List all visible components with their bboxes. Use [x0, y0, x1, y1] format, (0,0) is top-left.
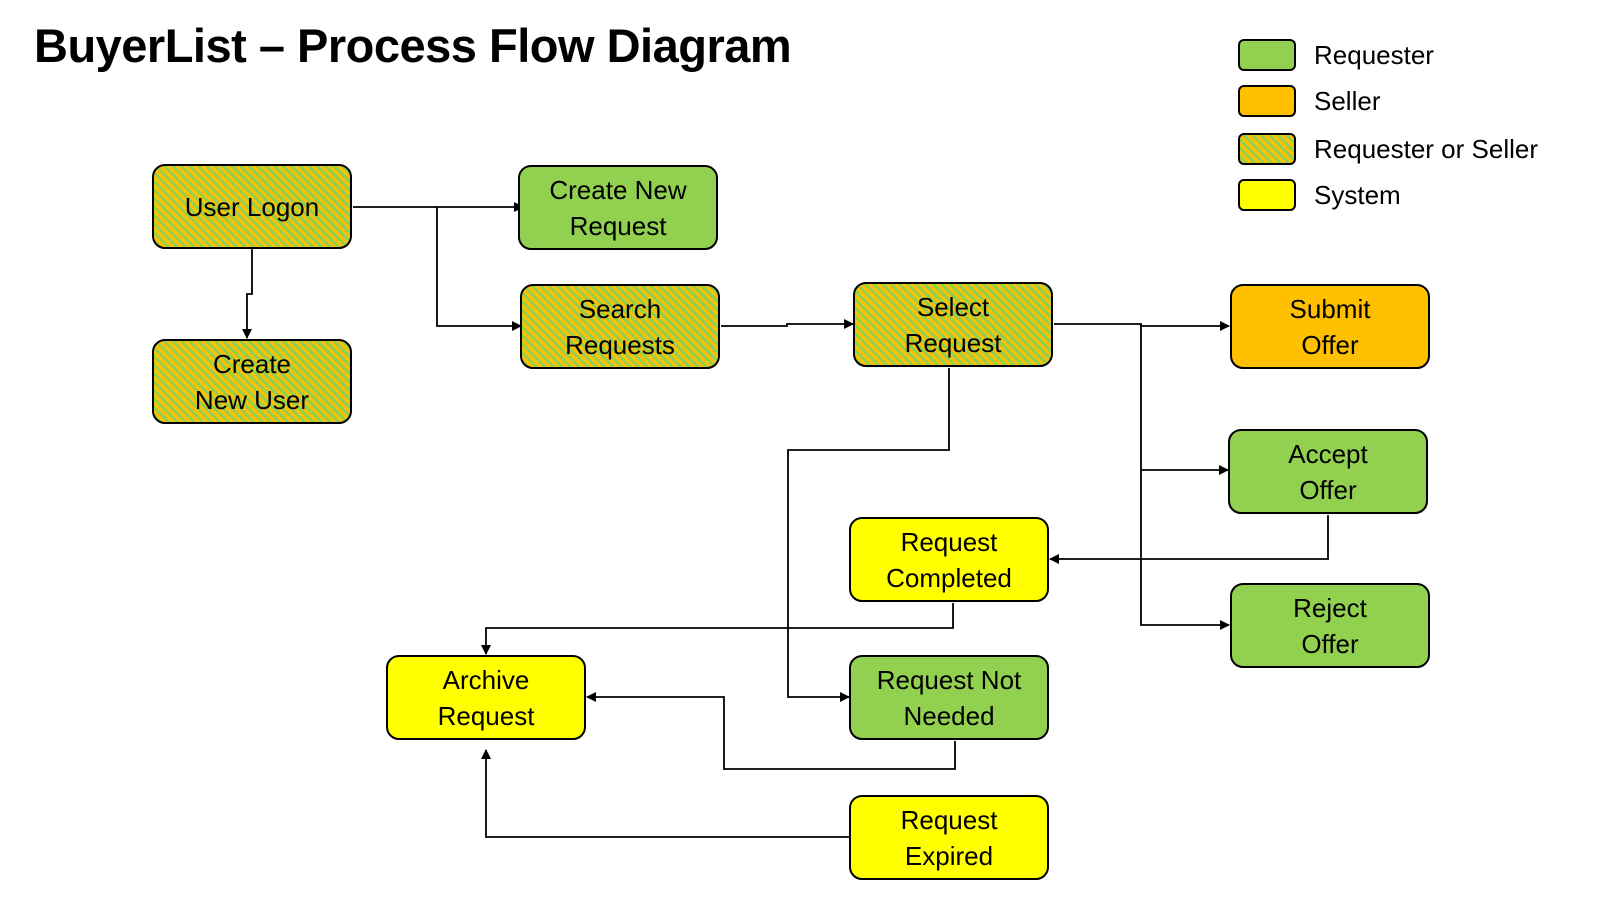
legend-label-requester-or-seller: Requester or Seller [1314, 133, 1538, 164]
edge-logon-to-new-user [242, 241, 257, 339]
edge-completed-to-archive [481, 603, 954, 655]
edge-search-to-select [721, 319, 854, 329]
select-request-node[interactable]: Select Request [853, 282, 1053, 367]
create-new-user-node[interactable]: Create New User [152, 339, 352, 424]
request-expired-node[interactable]: Request Expired [849, 795, 1049, 880]
edge-select-to-reject [1140, 470, 1230, 630]
legend-item-requester-or-seller: Requester or Seller [1238, 132, 1538, 166]
legend-swatch-requester [1238, 39, 1296, 71]
submit-offer-node[interactable]: Submit Offer [1230, 284, 1430, 369]
archive-request-node[interactable]: Archive Request [386, 655, 586, 740]
edge-accept-to-completed [1049, 515, 1329, 564]
legend-label-requester: Requester [1314, 39, 1434, 70]
create-new-request-node[interactable]: Create New Request [518, 165, 718, 250]
legend-label-system: System [1314, 179, 1401, 210]
edge-logon-to-search [436, 207, 522, 331]
legend-item-seller: Seller [1238, 84, 1380, 118]
search-requests-node[interactable]: Search Requests [520, 284, 720, 369]
legend-swatch-system [1238, 179, 1296, 211]
legend-item-requester: Requester [1238, 38, 1434, 72]
edge-select-to-not-needed [787, 368, 950, 702]
accept-offer-node[interactable]: Accept Offer [1228, 429, 1428, 514]
reject-offer-node[interactable]: Reject Offer [1230, 583, 1430, 668]
legend-item-system: System [1238, 178, 1401, 212]
legend-swatch-requester-or-seller [1238, 133, 1296, 165]
page-title: BuyerList – Process Flow Diagram [34, 19, 792, 72]
user-logon-node[interactable]: User Logon [152, 164, 352, 249]
legend-swatch-seller [1238, 85, 1296, 117]
edge-select-to-accept [1140, 324, 1229, 475]
legend-label-seller: Seller [1314, 85, 1381, 116]
edge-expired-to-archive [481, 749, 850, 838]
request-not-needed-node[interactable]: Request Not Needed [849, 655, 1049, 740]
edge-not-needed-to-archive [586, 692, 956, 770]
request-completed-node[interactable]: Request Completed [849, 517, 1049, 602]
